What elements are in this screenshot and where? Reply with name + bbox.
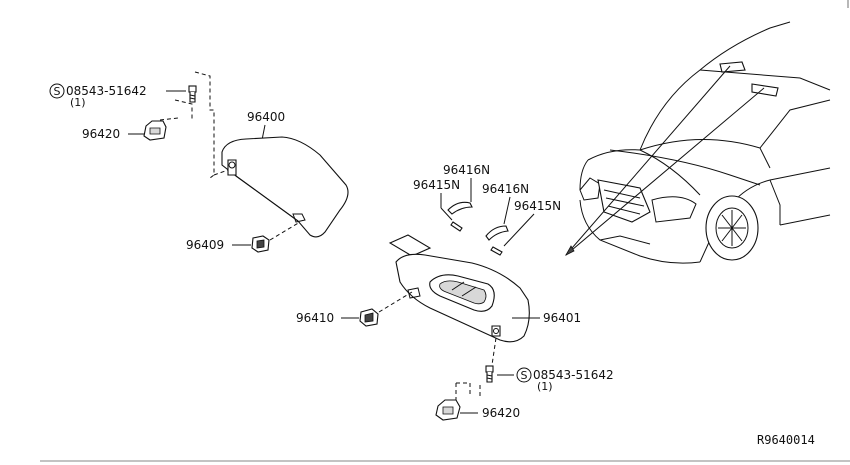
pivot-bottom-part: 96420: [435, 399, 520, 421]
pivot-top-part: 96420: [82, 120, 167, 141]
screw-top-icon: [188, 85, 197, 93]
screw-symbol-bottom-icon: [516, 367, 532, 383]
holder-a-icon: [450, 221, 463, 232]
screw-top-part: S 08543-51642 (1): [49, 71, 215, 179]
label-holder-a: 96415N: [413, 178, 460, 192]
cover-a-part: 96416N: [443, 163, 490, 215]
car-illustration: [565, 21, 831, 264]
label-visor-rh: 96400: [247, 110, 285, 124]
label-screw-top-qty: (1): [70, 96, 86, 109]
holder-a-part: 96415N: [413, 178, 463, 232]
holder-b-part: 96415N: [490, 199, 561, 256]
label-pivot-bottom: 96420: [482, 406, 520, 420]
label-screw-top: 08543-51642: [66, 84, 147, 98]
label-cover-b: 96416N: [482, 182, 529, 196]
label-clip-rh: 96409: [186, 238, 224, 252]
screw-symbol-top-icon: [49, 83, 65, 99]
clip-lh-part: 96410: [296, 291, 413, 327]
visor-rh-body-icon: [221, 136, 349, 238]
label-holder-b: 96415N: [514, 199, 561, 213]
holder-b-icon: [490, 246, 503, 256]
label-clip-lh: 96410: [296, 311, 334, 325]
screw-symbol-top: S: [54, 85, 61, 98]
label-visor-lh: 96401: [543, 311, 581, 325]
clip-rh-part: 96409: [186, 221, 301, 253]
diagram-ref-code: R9640014: [757, 433, 815, 447]
cover-b-part: 96416N: [482, 182, 529, 241]
visor-lh-part: 96401: [388, 234, 581, 343]
screw-symbol-bottom: S: [521, 369, 528, 382]
car-grille-icon: [597, 179, 651, 223]
label-cover-a: 96416N: [443, 163, 490, 177]
screw-bottom-part: S 08543-51642 (1): [455, 337, 614, 400]
screw-bottom-icon: [485, 365, 494, 373]
visor-rh-part: 96400: [213, 110, 349, 238]
cover-a-icon: [447, 201, 473, 215]
label-pivot-top: 96420: [82, 127, 120, 141]
cover-b-icon: [485, 225, 509, 241]
car-visor-icon: [719, 61, 746, 73]
label-screw-bottom: 08543-51642: [533, 368, 614, 382]
label-screw-bottom-qty: (1): [537, 380, 553, 393]
